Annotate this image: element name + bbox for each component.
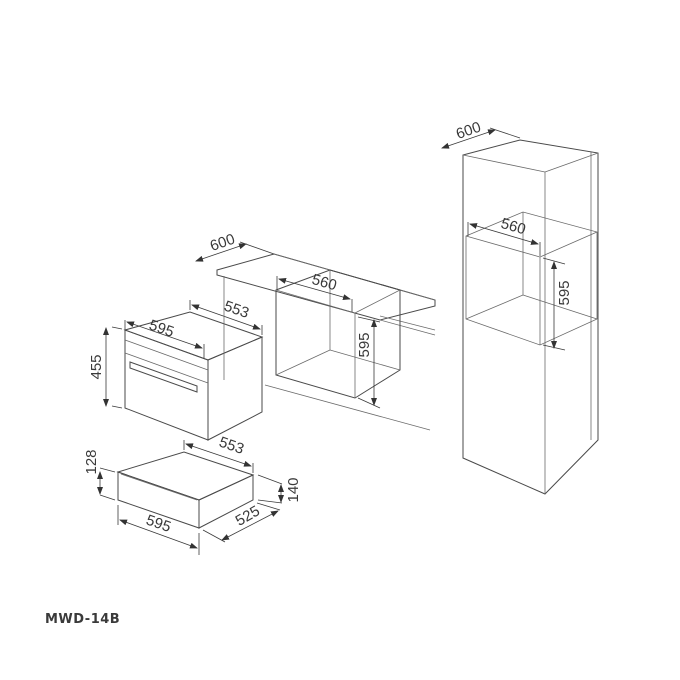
oven-height-label: 455 bbox=[88, 354, 105, 379]
oven-side bbox=[207, 336, 263, 441]
counter-depth-label: 600 bbox=[208, 231, 237, 255]
tall-niche-outline bbox=[465, 211, 598, 346]
tall-cabinet-depth-label: 600 bbox=[454, 119, 483, 143]
oven-handle bbox=[129, 361, 198, 393]
tall-niche-height-label: 595 bbox=[556, 280, 573, 305]
oven-drawing: 595 553 455 bbox=[88, 298, 264, 441]
drawer-side bbox=[198, 474, 254, 529]
tall-cabinet-drawing: 600 560 595 bbox=[441, 119, 599, 495]
niche-width-label: 560 bbox=[310, 271, 339, 294]
drawer-depth-top-label: 553 bbox=[217, 434, 246, 458]
tall-cabinet-outline bbox=[462, 139, 599, 495]
drawer-height-front-label: 128 bbox=[83, 449, 100, 474]
niche-height-label: 595 bbox=[356, 332, 373, 357]
niche-outline bbox=[275, 269, 401, 399]
drawer-width-label: 595 bbox=[144, 512, 173, 536]
tall-niche-width-label: 560 bbox=[499, 215, 528, 238]
warming-drawer-drawing: 553 595 525 128 140 bbox=[83, 434, 302, 555]
model-label: MWD-14B bbox=[45, 612, 121, 627]
oven-depth-label: 553 bbox=[222, 298, 251, 322]
under-counter-cabinet-drawing: 600 560 595 bbox=[195, 231, 436, 431]
drawer-top bbox=[116, 451, 255, 501]
oven-width-label: 595 bbox=[147, 317, 176, 341]
drawer-depth-side-label: 525 bbox=[233, 502, 263, 529]
drawer-height-side-label: 140 bbox=[285, 477, 302, 502]
